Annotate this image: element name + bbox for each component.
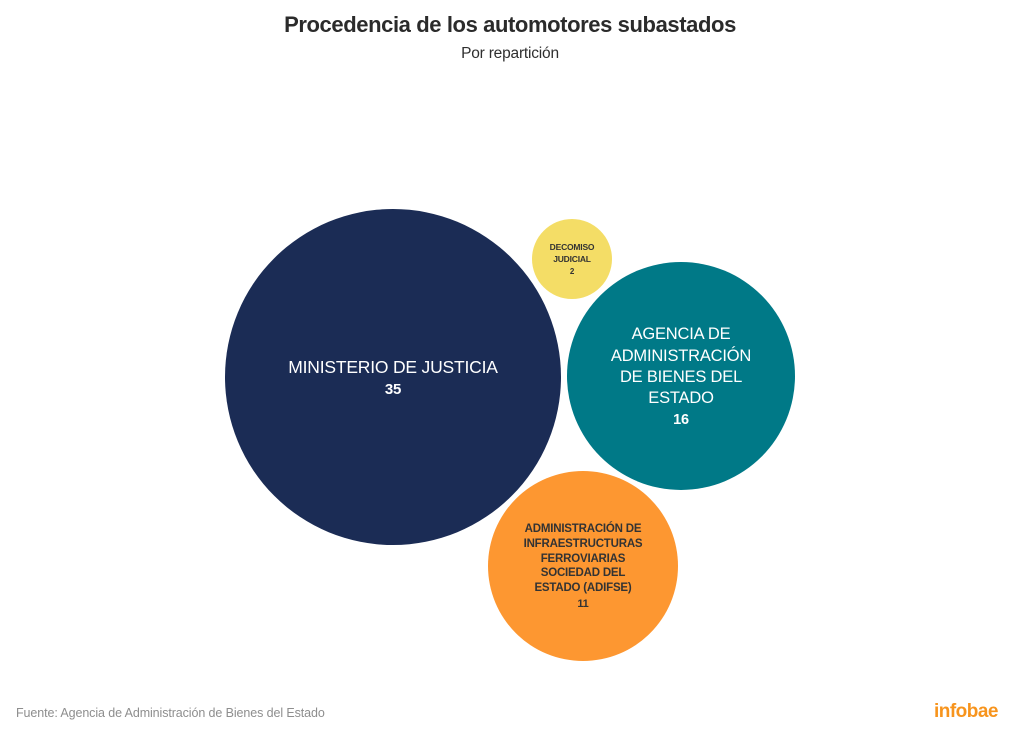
bubble-label-agencia-administracion-bienes-estado: AGENCIA DE ADMINISTRACIÓN DE BIENES DEL … — [610, 325, 752, 408]
bubble-value-agencia-administracion-bienes-estado: 16 — [673, 411, 689, 428]
bubble-decomiso-judicial: DECOMISO JUDICIAL 2 — [532, 219, 612, 299]
bubble-label-adifse: ADMINISTRACIÓN DE INFRAESTRUCTURAS FERRO… — [523, 522, 643, 595]
bubble-value-adifse: 11 — [577, 598, 589, 611]
chart-title: Procedencia de los automotores subastado… — [284, 12, 736, 37]
infobae-logo: infobae — [933, 701, 999, 722]
bubble-adifse: ADMINISTRACIÓN DE INFRAESTRUCTURAS FERRO… — [488, 471, 678, 661]
bubble-label-decomiso-judicial: DECOMISO JUDICIAL — [549, 242, 595, 264]
chart-subtitle: Por repartición — [461, 45, 559, 63]
chart-header: Procedencia de los automotores subastado… — [0, 12, 1020, 64]
bubble-value-decomiso-judicial: 2 — [569, 266, 575, 276]
bubble-value-ministerio-de-justicia: 35 — [384, 380, 402, 398]
bubble-ministerio-de-justicia: MINISTERIO DE JUSTICIA 35 — [225, 209, 561, 545]
bubble-label-ministerio-de-justicia: MINISTERIO DE JUSTICIA — [288, 357, 498, 378]
source-note: Fuente: Agencia de Administración de Bie… — [16, 706, 325, 720]
bubble-agencia-administracion-bienes-estado: AGENCIA DE ADMINISTRACIÓN DE BIENES DEL … — [567, 262, 795, 490]
